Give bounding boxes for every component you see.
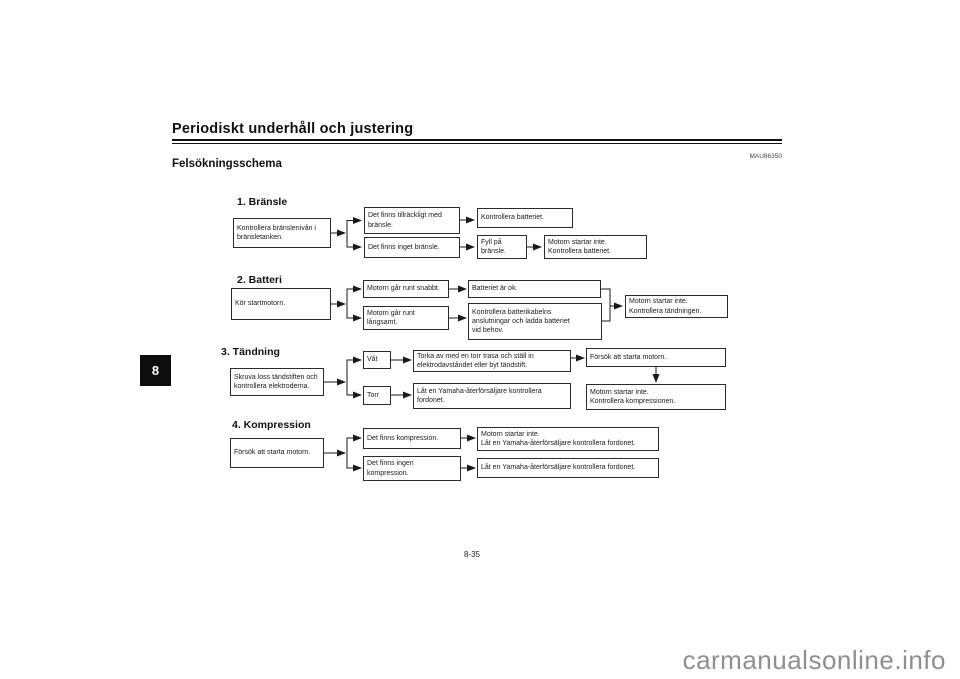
flow-box-engine-turns-quickly: Motorn går runt snabbt. bbox=[363, 280, 449, 298]
page-number: 8-35 bbox=[463, 550, 480, 559]
flow-box-no-fuel: Det finns inget bränsle. bbox=[364, 237, 460, 258]
flow-box-wet: Våt bbox=[363, 351, 391, 369]
flow-box-try-starting: Försök att starta motorn. bbox=[586, 348, 726, 367]
flow-box-remove-spark-plugs: Skruva loss tändstiften och kontrollera … bbox=[230, 368, 324, 396]
flow-section-title-compression: 4. Kompression bbox=[232, 419, 311, 431]
flow-box-try-starting-engine: Försök att starta motorn. bbox=[230, 438, 324, 468]
chapter-title: Periodiskt underhåll och justering bbox=[172, 121, 414, 137]
flow-box-enough-fuel: Det finns tillräckligt med bränsle. bbox=[364, 207, 460, 234]
page-heading: Felsökningsschema bbox=[172, 158, 282, 170]
flow-box-run-starter: Kör startmotorn. bbox=[231, 288, 331, 320]
flow-box-wont-start-check-battery: Motorn startar inte. Kontrollera batteri… bbox=[544, 235, 647, 259]
header-rule-thick bbox=[172, 139, 782, 141]
doc-code: MAU86350 bbox=[749, 153, 782, 160]
flow-box-compression-present: Det finns kompression. bbox=[363, 428, 461, 449]
flow-box-dry: Torr bbox=[363, 386, 391, 405]
flow-section-title-battery: 2. Batteri bbox=[237, 274, 282, 286]
flow-box-wont-start-check-compression: Motorn startar inte. Kontrollera kompres… bbox=[586, 384, 726, 410]
flow-box-dealer-check-vehicle: Låt en Yamaha-återförsäljare kontrollera… bbox=[413, 383, 571, 409]
flow-section-title-ignition: 3. Tändning bbox=[221, 346, 280, 358]
watermark: carmanualsonline.info bbox=[682, 645, 946, 675]
flow-box-check-battery: Kontrollera batteriet. bbox=[477, 208, 573, 228]
chapter-tab: 8 bbox=[140, 355, 171, 386]
flow-box-engine-turns-slowly: Motorn går runt långsamt. bbox=[363, 306, 449, 330]
flow-box-dealer-check: Låt en Yamaha-återförsäljare kontrollera… bbox=[477, 458, 659, 478]
flow-box-check-fuel-level: Kontrollera bränslenivån i bränsletanken… bbox=[233, 218, 331, 248]
flow-box-wont-start-check-ignition: Motorn startar inte. Kontrollera tändnin… bbox=[625, 295, 728, 318]
flow-box-battery-ok: Batteriet är ok. bbox=[468, 280, 601, 298]
flow-section-title-fuel: 1. Bränsle bbox=[237, 196, 288, 208]
flow-box-wont-start-dealer-check: Motorn startar inte. Låt en Yamaha-återf… bbox=[477, 427, 659, 451]
flow-box-wipe-dry-adjust-gap: Torka av med en torr trasa och ställ in … bbox=[413, 350, 571, 372]
header-rule-thin bbox=[172, 143, 782, 144]
flow-box-no-compression: Det finns ingen kompression. bbox=[363, 456, 461, 481]
flow-box-refuel: Fyll på bränsle. bbox=[477, 235, 527, 259]
flow-box-check-battery-cables: Kontrollera batterikabelns anslutningar … bbox=[468, 303, 602, 340]
